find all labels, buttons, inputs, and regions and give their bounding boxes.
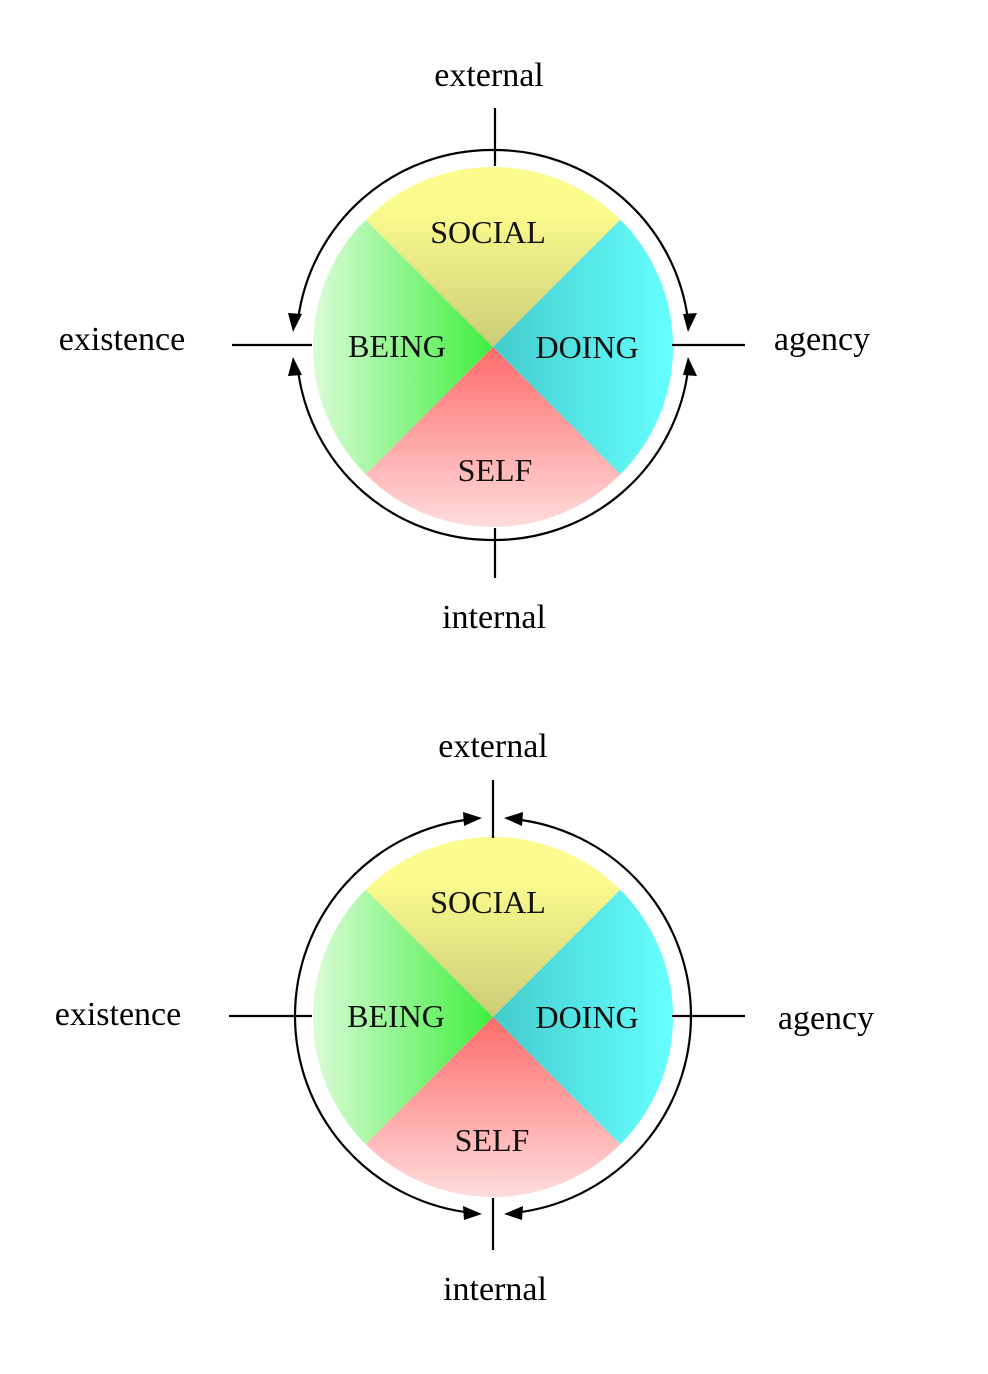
quadrant-doing [493,219,674,475]
arc-top-left [296,148,494,321]
quadrant-being [312,219,493,475]
arrowhead-icon [683,313,697,332]
arrowhead-icon [463,812,482,826]
axis-label-existence: existence [59,321,186,358]
quadrant-label-being: BEING [348,328,446,364]
quadrant-label-being: BEING [347,998,445,1034]
quadrant-doing [493,889,674,1145]
quadrant-social [365,166,621,347]
axis-label-internal: internal [442,599,546,636]
arrowhead-icon [504,1206,523,1220]
quadrant-self [365,1017,621,1198]
arc-right-top [512,817,693,1017]
arc-left-bottom [293,1015,474,1215]
arrowhead-icon [683,357,697,376]
arc-bottom-right [492,369,690,542]
arc-right-bottom [512,1015,693,1215]
axis-label-agency: agency [774,321,870,358]
arc-bottom-left [296,369,494,542]
diagram-2: external internal existence agency SOCIA… [55,728,874,1308]
arrowhead-icon [288,313,302,332]
arc-left-top [293,817,474,1017]
quadrant-label-self: SELF [455,1122,530,1158]
arc-top-right [492,148,690,321]
arrowhead-icon [288,357,302,376]
quadrant-label-doing: DOING [535,999,638,1035]
quadrant-label-doing: DOING [535,329,638,365]
axis-label-external: external [438,728,548,765]
axis-label-external: external [434,57,544,94]
axis-label-agency: agency [778,1000,874,1037]
arrowhead-icon [504,812,523,826]
arrowhead-icon [463,1206,482,1220]
quadrant-social [365,836,621,1017]
quadrant-being [312,889,493,1145]
quadrant-label-self: SELF [458,452,533,488]
axis-label-existence: existence [55,996,182,1033]
axis-label-internal: internal [443,1271,547,1308]
quadrant-label-social: SOCIAL [430,884,546,920]
quadrant-self [365,347,621,528]
quadrant-label-social: SOCIAL [430,214,546,250]
diagram-1: external internal existence agency SOCIA… [59,57,870,636]
